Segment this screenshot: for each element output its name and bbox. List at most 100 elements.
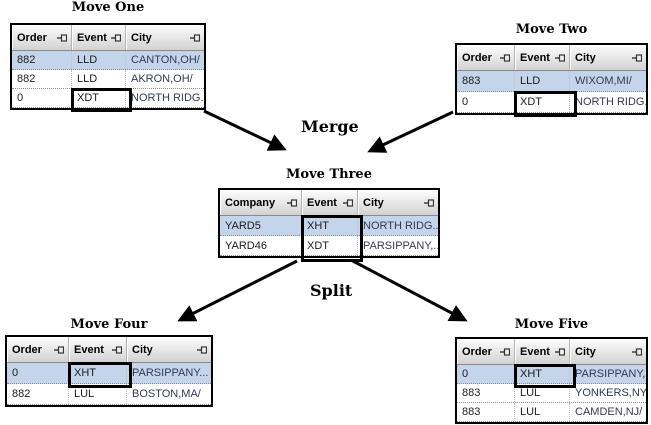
column-label: City xyxy=(131,31,152,44)
column-header-order[interactable]: Order xyxy=(7,337,69,362)
order-cell[interactable]: 883 xyxy=(457,71,515,91)
column-header-city[interactable]: City xyxy=(570,339,646,364)
event-cell[interactable]: XHT xyxy=(515,365,570,383)
column-header-order[interactable]: Order xyxy=(457,45,515,70)
table-row[interactable]: 0 XDT NORTH RIDG... xyxy=(457,92,646,113)
table-row[interactable]: YARD46 XDT PARSIPPANY,... xyxy=(220,236,438,256)
order-cell[interactable]: 882 xyxy=(12,51,72,69)
pin-icon[interactable] xyxy=(54,345,64,354)
city-cell[interactable]: PARSIPPANY,... xyxy=(575,368,646,380)
order-cell[interactable]: 0 xyxy=(12,89,72,107)
column-header-event[interactable]: Event xyxy=(69,337,127,362)
move-three-title: Move Three xyxy=(286,167,372,182)
table-row[interactable]: YARD5 XHT NORTH RIDG... xyxy=(220,216,438,236)
move-one-table: Order Event City 882 LLD CANTON,OH/ 882 … xyxy=(10,23,206,112)
table-row[interactable]: 882 LUL BOSTON,MA/ xyxy=(7,384,211,405)
column-label: Order xyxy=(462,345,492,358)
table-row[interactable]: 883 LUL CAMDEN,NJ/ xyxy=(457,403,646,422)
pin-icon[interactable] xyxy=(197,345,207,354)
event-cell[interactable]: LLD xyxy=(72,70,126,88)
table-row[interactable]: 883 LLD WIXOM,MI/ xyxy=(457,71,646,92)
table-row[interactable]: 0 XDT NORTH RIDG... xyxy=(12,89,204,108)
move-four-title: Move Four xyxy=(70,317,148,332)
column-header-city[interactable]: City xyxy=(126,25,204,50)
order-cell[interactable]: 883 xyxy=(457,384,515,402)
move-three-table: Company Event City YARD5 XHT NORTH RIDG.… xyxy=(218,188,440,262)
table-row[interactable]: 0 XHT PARSIPPANY... xyxy=(7,363,211,384)
table-row[interactable]: 0 XHT PARSIPPANY,... xyxy=(457,365,646,384)
order-cell[interactable]: 0 xyxy=(457,92,515,112)
order-cell[interactable]: 0 xyxy=(7,363,69,383)
city-cell[interactable]: CANTON,OH/ xyxy=(131,54,200,66)
city-cell[interactable]: NORTH RIDG... xyxy=(131,92,204,104)
table-row[interactable]: 882 LLD AKRON,OH/ xyxy=(12,70,204,89)
pin-icon[interactable] xyxy=(500,347,510,356)
company-cell[interactable]: YARD5 xyxy=(220,216,302,235)
pin-icon[interactable] xyxy=(111,33,121,42)
column-header-event[interactable]: Event xyxy=(515,45,570,70)
column-label: Company xyxy=(225,196,276,209)
header-row: Company Event City xyxy=(220,190,438,216)
column-header-order[interactable]: Order xyxy=(12,25,72,50)
column-header-city[interactable]: City xyxy=(570,45,646,70)
header-row: Order Event City xyxy=(457,339,646,365)
order-cell[interactable]: 0 xyxy=(457,365,515,383)
pin-icon[interactable] xyxy=(190,33,200,42)
city-cell[interactable]: PARSIPPANY,... xyxy=(363,239,438,252)
pin-icon[interactable] xyxy=(632,347,642,356)
column-label: Event xyxy=(520,345,550,358)
column-header-event[interactable]: Event xyxy=(72,25,126,50)
pin-icon[interactable] xyxy=(555,53,565,62)
city-cell[interactable]: YONKERS,NY/ xyxy=(575,387,646,399)
city-cell[interactable]: AKRON,OH/ xyxy=(131,73,193,85)
column-label: Order xyxy=(12,343,42,356)
event-cell[interactable]: LLD xyxy=(515,71,570,91)
order-cell[interactable]: 882 xyxy=(7,384,69,404)
city-cell[interactable]: NORTH RIDG... xyxy=(575,96,646,108)
event-cell[interactable]: XHT xyxy=(302,216,358,235)
table-row[interactable]: 883 LUL YONKERS,NY/ xyxy=(457,384,646,403)
pin-icon[interactable] xyxy=(57,33,67,42)
header-row: Order Event City xyxy=(7,337,211,363)
column-label: Event xyxy=(77,31,107,44)
event-cell[interactable]: XDT xyxy=(302,236,358,255)
city-cell[interactable]: WIXOM,MI/ xyxy=(575,75,632,87)
column-header-event[interactable]: Event xyxy=(302,190,358,215)
order-cell[interactable]: 882 xyxy=(12,70,72,88)
event-cell[interactable]: LLD xyxy=(72,51,126,69)
column-header-city[interactable]: City xyxy=(358,190,438,215)
event-cell[interactable]: XDT xyxy=(515,92,570,112)
column-label: City xyxy=(575,51,596,64)
event-cell[interactable]: LUL xyxy=(69,384,127,404)
pin-icon[interactable] xyxy=(287,198,297,207)
pin-icon[interactable] xyxy=(424,198,434,207)
event-cell[interactable]: LUL xyxy=(515,384,570,402)
event-cell[interactable]: XHT xyxy=(69,363,127,383)
column-label: City xyxy=(363,196,384,209)
column-label: City xyxy=(575,345,596,358)
header-row: Order Event City xyxy=(457,45,646,71)
order-cell[interactable]: 883 xyxy=(457,403,515,421)
column-header-city[interactable]: City xyxy=(127,337,211,362)
column-header-order[interactable]: Order xyxy=(457,339,515,364)
city-cell[interactable]: BOSTON,MA/ xyxy=(132,388,201,400)
pin-icon[interactable] xyxy=(555,347,565,356)
city-cell[interactable]: PARSIPPANY... xyxy=(132,367,209,379)
pin-icon[interactable] xyxy=(343,198,353,207)
event-cell[interactable]: XDT xyxy=(72,89,126,107)
column-label: Order xyxy=(462,51,492,64)
pin-icon[interactable] xyxy=(112,345,122,354)
split-arrow-to-move-five xyxy=(350,258,468,322)
column-header-event[interactable]: Event xyxy=(515,339,570,364)
event-cell[interactable]: LUL xyxy=(515,403,570,421)
column-header-company[interactable]: Company xyxy=(220,190,302,215)
pin-icon[interactable] xyxy=(632,53,642,62)
city-cell[interactable]: NORTH RIDG... xyxy=(363,219,438,232)
pin-icon[interactable] xyxy=(500,53,510,62)
company-cell[interactable]: YARD46 xyxy=(220,236,302,255)
table-row[interactable]: 882 LLD CANTON,OH/ xyxy=(12,51,204,70)
column-label: Event xyxy=(307,196,337,209)
column-label: Event xyxy=(520,51,550,64)
city-cell[interactable]: CAMDEN,NJ/ xyxy=(575,406,643,418)
